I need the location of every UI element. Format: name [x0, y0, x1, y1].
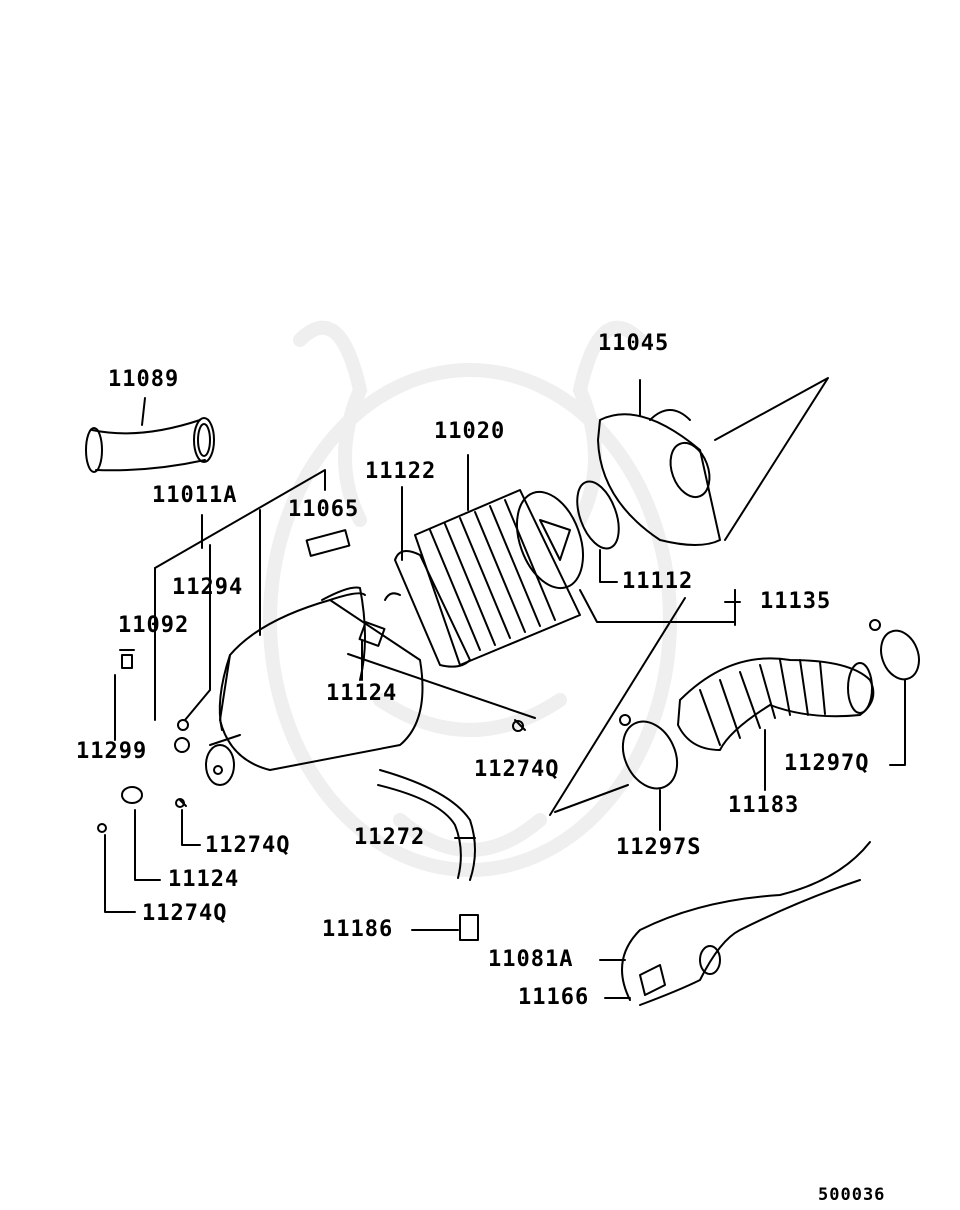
label-11092: 11092: [118, 613, 190, 638]
label-11299: 11299: [76, 739, 148, 764]
label-11166: 11166: [518, 985, 590, 1010]
cover-11045-shape: [576, 377, 829, 626]
label-11183: 11183: [728, 793, 800, 818]
leader-lines-left: [104, 469, 536, 913]
ring-11122-shape: [384, 486, 471, 668]
label-11065: 11065: [288, 497, 360, 522]
label-11297s: 11297S: [616, 835, 702, 860]
label-11011a: 11011A: [152, 483, 238, 508]
label-11020: 11020: [434, 419, 506, 444]
label-11274q-left-lower: 11274Q: [142, 901, 228, 926]
label-11186: 11186: [322, 917, 394, 942]
drawing-number: 500036: [818, 1185, 886, 1205]
small-fasteners-shape: [97, 621, 526, 833]
air-cleaner-case-shape: [174, 529, 424, 786]
label-11089: 11089: [108, 367, 180, 392]
duct-11183-shape: [677, 657, 875, 791]
harness-11081a-shape: [599, 841, 871, 1006]
label-11112: 11112: [622, 569, 694, 594]
label-11294: 11294: [172, 575, 244, 600]
label-11124-upper: 11124: [326, 681, 398, 706]
label-11124-lower: 11124: [168, 867, 240, 892]
fitting-11186-shape: [411, 914, 479, 941]
hose-11272-shape: [377, 769, 476, 881]
label-11274q-center: 11274Q: [474, 757, 560, 782]
label-11272: 11272: [354, 825, 426, 850]
label-11122: 11122: [365, 459, 437, 484]
label-11045: 11045: [598, 331, 670, 356]
clamps-shape: [549, 597, 920, 831]
filter-element-shape: [414, 454, 584, 666]
watermark-logo: [263, 320, 677, 877]
label-11135: 11135: [760, 589, 832, 614]
pipe-11089-shape: [85, 397, 215, 473]
label-11297q: 11297Q: [784, 751, 870, 776]
label-11081a: 11081A: [488, 947, 574, 972]
label-11274q-left-upper: 11274Q: [205, 833, 291, 858]
